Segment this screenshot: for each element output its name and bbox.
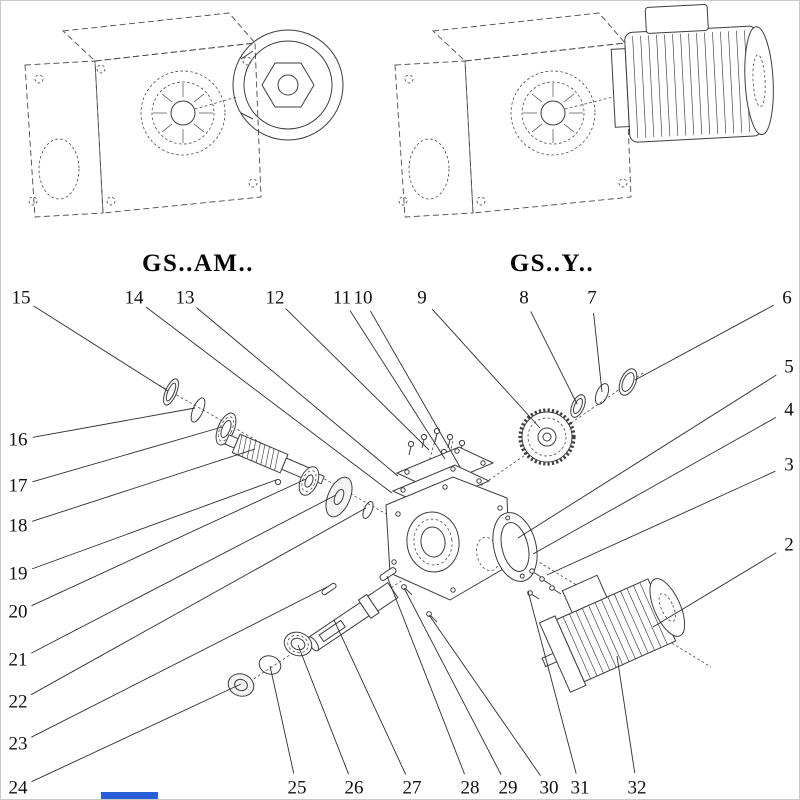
leader-line-part-26 — [297, 644, 349, 775]
part-number-27: 27 — [403, 778, 422, 799]
variant-label-gs-y: GS..Y.. — [510, 250, 595, 277]
part-number-28: 28 — [461, 778, 480, 799]
part-28-key — [379, 567, 397, 581]
output-flange-drawing — [232, 29, 344, 141]
gs-am-assembly-drawing — [24, 12, 344, 218]
part-number-24: 24 — [9, 778, 29, 799]
part-number-14: 14 — [125, 288, 145, 309]
leader-line-part-14 — [145, 306, 393, 494]
input-spline-hatch-2 — [523, 83, 583, 143]
leader-line-part-15 — [33, 305, 169, 392]
leader-line-part-24 — [31, 683, 242, 783]
leader-line-part-5 — [517, 374, 777, 539]
part-number-18: 18 — [9, 516, 28, 537]
leader-line-part-17 — [32, 426, 223, 483]
leader-line-part-27 — [333, 619, 407, 775]
motor-cooling-fins — [632, 30, 751, 139]
part-number-5: 5 — [784, 357, 794, 378]
leader-line-part-16 — [32, 407, 196, 438]
leader-line-part-19 — [31, 479, 277, 570]
input-spline-hatch — [153, 83, 213, 143]
leader-line-part-31 — [527, 590, 577, 774]
leader-line-part-3 — [546, 470, 776, 576]
part-6-ring — [618, 368, 638, 396]
part-number-25: 25 — [288, 778, 307, 799]
part-number-21: 21 — [9, 650, 28, 671]
leader-line-part-23 — [31, 586, 328, 738]
part-number-12: 12 — [266, 288, 285, 309]
part-number-3: 3 — [784, 455, 794, 476]
part-5-flange-ring — [492, 512, 538, 582]
part-number-13: 13 — [176, 288, 195, 309]
part-26-bearing — [283, 631, 313, 657]
leader-line-part-20 — [31, 478, 307, 607]
leader-line-part-9 — [431, 308, 541, 429]
part-number-29: 29 — [499, 778, 518, 799]
leader-line-part-29 — [403, 587, 502, 775]
leader-line-part-25 — [269, 665, 295, 774]
leader-line-part-18 — [32, 448, 256, 522]
part-number-23: 23 — [9, 734, 28, 755]
part-17-bearing — [215, 412, 237, 446]
leader-line-part-21 — [31, 494, 337, 654]
leader-line-part-32 — [616, 655, 636, 774]
part-9-gear — [518, 408, 576, 466]
part-number-15: 15 — [12, 288, 31, 309]
leader-line-part-12 — [285, 308, 430, 451]
part-number-7: 7 — [587, 288, 597, 309]
part-30-bolt — [426, 611, 438, 623]
gs-y-assembly-drawing — [394, 3, 774, 218]
part-number-6: 6 — [782, 288, 792, 309]
part-23-pin — [321, 582, 337, 596]
leader-line-part-22 — [30, 507, 367, 696]
part-27-output-shaft — [307, 582, 399, 652]
part-19-pin — [274, 478, 282, 486]
part-15-seal-ring — [163, 378, 179, 406]
leader-line-part-10 — [370, 310, 461, 468]
part-number-8: 8 — [519, 288, 529, 309]
part-16-circlip — [190, 397, 206, 423]
part-20-bearing — [298, 466, 320, 496]
part-7-circlip — [594, 383, 610, 405]
part-number-26: 26 — [345, 778, 364, 799]
leader-line-part-30 — [428, 614, 541, 776]
leader-line-part-4 — [532, 416, 777, 555]
part-number-31: 31 — [571, 778, 590, 799]
part-number-22: 22 — [9, 692, 28, 713]
part-21-disc — [325, 476, 353, 518]
part-number-2: 2 — [784, 535, 794, 556]
part-24-washer — [227, 673, 255, 697]
leader-line-part-2 — [652, 552, 777, 628]
part-number-30: 30 — [540, 778, 559, 799]
part-number-4: 4 — [784, 400, 794, 421]
part-8-washer — [570, 394, 586, 418]
gearbox-housing — [385, 476, 511, 601]
partial-logo-bar — [101, 792, 158, 799]
leader-line-part-11 — [349, 310, 446, 460]
part-29-bolt — [401, 584, 413, 596]
part-number-9: 9 — [417, 288, 427, 309]
part-number-20: 20 — [9, 602, 28, 623]
part-number-10: 10 — [354, 288, 373, 309]
motor-fins — [562, 582, 668, 679]
part-2-motor — [538, 574, 686, 693]
motor-drawing — [610, 3, 774, 143]
variant-label-gs-am: GS..AM.. — [142, 250, 254, 277]
leader-line-part-13 — [196, 307, 399, 477]
leader-line-part-28 — [386, 575, 465, 775]
part-number-19: 19 — [9, 564, 28, 585]
leader-line-part-6 — [634, 304, 775, 381]
part-number-17: 17 — [9, 476, 28, 497]
part-25-circlip — [258, 655, 282, 675]
leader-line-part-8 — [530, 311, 578, 405]
part-31-screws — [527, 568, 562, 600]
part-number-11: 11 — [333, 288, 351, 309]
part-number-16: 16 — [9, 430, 28, 451]
leader-line-part-7 — [593, 312, 603, 393]
part-number-32: 32 — [628, 778, 647, 799]
